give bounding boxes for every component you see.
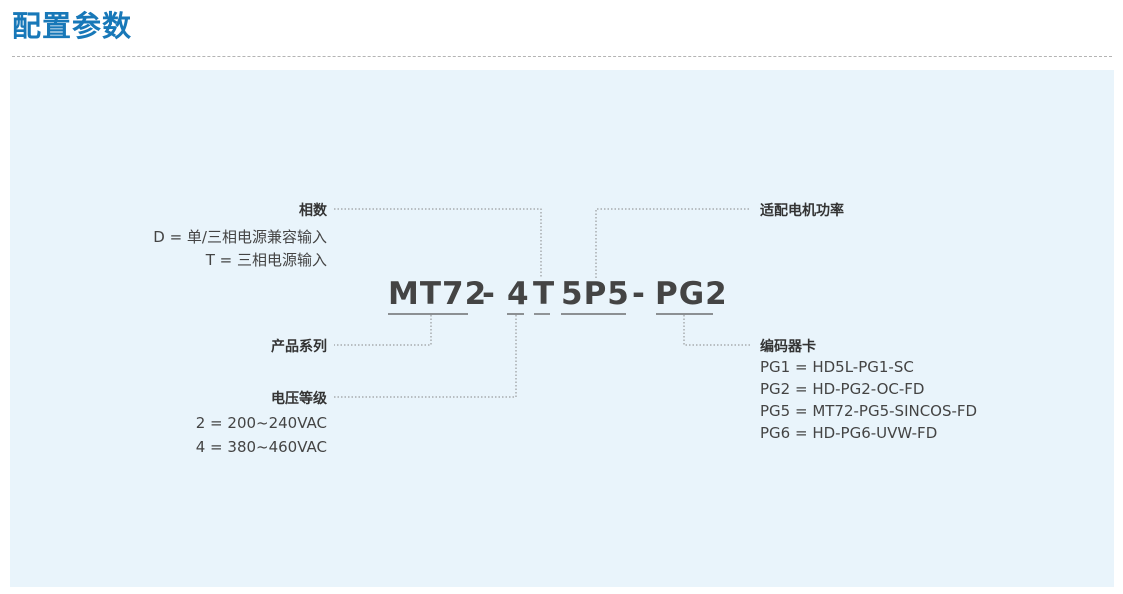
encoder-option-pg6: PG6 = HD-PG6-UVW-FD [760, 424, 938, 442]
model-sep-1: - [482, 276, 496, 312]
model-sep-2: - [632, 276, 646, 312]
power-label: 适配电机功率 [760, 203, 844, 219]
phase-label: 相数 [299, 203, 327, 219]
voltage-option-4: 4 = 380~460VAC [195, 438, 327, 456]
encoder-label: 编码器卡 [760, 339, 816, 355]
phase-option-d: D = 单/三相电源兼容输入 [153, 228, 327, 246]
model-encoder: PG2 [655, 276, 728, 312]
model-phase: T [533, 276, 556, 312]
leader-power [595, 208, 750, 278]
leader-voltage [334, 315, 517, 398]
phase-option-t: T = 三相电源输入 [205, 251, 327, 269]
model-power: 5P5 [561, 276, 630, 312]
encoder-option-pg1: PG1 = HD5L-PG1-SC [760, 358, 914, 376]
voltage-label: 电压等级 [271, 391, 327, 407]
voltage-option-2: 2 = 200~240VAC [195, 414, 327, 432]
leader-series [334, 315, 432, 346]
leader-encoder [683, 315, 750, 346]
encoder-option-pg5: PG5 = MT72-PG5-SINCOS-FD [760, 402, 978, 420]
leader-phase [334, 208, 542, 278]
diagram-panel [10, 70, 1114, 587]
model-series: MT72 [388, 276, 488, 312]
page-title: 配置参数 [12, 9, 133, 43]
title-divider [12, 56, 1112, 57]
encoder-option-pg2: PG2 = HD-PG2-OC-FD [760, 380, 925, 398]
series-label: 产品系列 [271, 339, 327, 355]
model-voltage: 4 [507, 276, 530, 312]
